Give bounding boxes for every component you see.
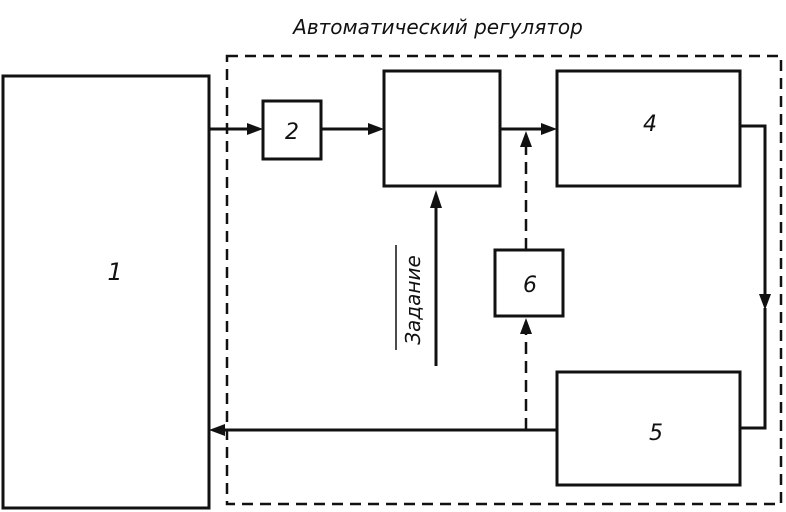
arrow-4-to-5 (740, 124, 771, 430)
regulator-title: Автоматический регулятор (291, 15, 583, 39)
block-5: 5 (555, 370, 742, 487)
block-6: 6 (493, 248, 565, 318)
dashed-arrow-6-to-junction (520, 131, 532, 250)
block-2: 2 (261, 99, 323, 161)
block-2-label: 2 (285, 120, 299, 145)
block-3-comparator (382, 69, 502, 188)
dashed-arrow-to-6 (520, 318, 532, 430)
block-1-object: 1 (1, 74, 211, 510)
arrow-2-to-3 (321, 123, 384, 135)
block-6-label: 6 (523, 273, 537, 298)
setpoint-arrow (430, 190, 442, 366)
block-4: 4 (555, 69, 742, 188)
regulator-boundary (225, 54, 783, 506)
arrow-1-to-2 (209, 123, 263, 135)
arrow-5-to-1 (209, 424, 557, 436)
block-4-label: 4 (643, 112, 657, 137)
block-1-label: 1 (107, 258, 122, 286)
block-5-label: 5 (649, 421, 663, 446)
setpoint-label: Задание (401, 255, 425, 345)
arrow-3-to-4 (500, 123, 557, 135)
